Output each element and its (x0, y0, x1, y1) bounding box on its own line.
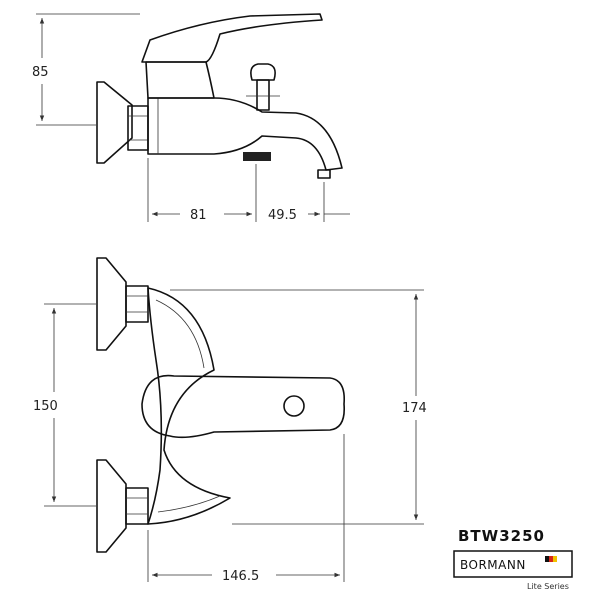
top-nut-upper (125, 285, 149, 323)
side-escutcheon (96, 81, 133, 164)
dim-top-overall-width: 146.5 (222, 569, 259, 584)
dim-side-depth-b: 49.5 (268, 208, 297, 223)
branding-block: BTW3250 BORMANN Lite Series (453, 527, 573, 591)
top-nut-lower (125, 487, 149, 525)
series-name: Lite Series (527, 582, 569, 591)
side-spout-tip (317, 169, 331, 179)
top-view: 150 174 146.5 (33, 257, 427, 584)
brand-logo-frame (453, 550, 573, 578)
dim-top-axis-spacing: 150 (33, 399, 58, 414)
top-lever-hole (283, 395, 305, 417)
side-body (147, 97, 343, 171)
dim-side-depth-a: 81 (190, 208, 207, 223)
flag-stripe-black (545, 556, 549, 562)
brand-name: BORMANN (460, 558, 526, 572)
top-escutcheon-upper (96, 257, 127, 351)
top-escutcheon-lower (96, 459, 127, 553)
top-body (147, 287, 231, 525)
side-lever (141, 13, 323, 63)
side-diverter-stem (256, 79, 270, 111)
dim-top-overall-height: 174 (402, 401, 427, 416)
flag-stripe-red (549, 556, 553, 562)
model-number: BTW3250 (458, 527, 545, 545)
flag-stripe-gold (553, 556, 557, 562)
side-diverter-knob (250, 63, 276, 81)
side-view: 85 81 49.5 (32, 13, 350, 223)
side-threaded-outlet (243, 152, 271, 161)
side-nut (127, 105, 149, 151)
dim-side-height: 85 (32, 65, 49, 80)
top-lever (141, 374, 346, 439)
side-cartridge (145, 61, 215, 99)
